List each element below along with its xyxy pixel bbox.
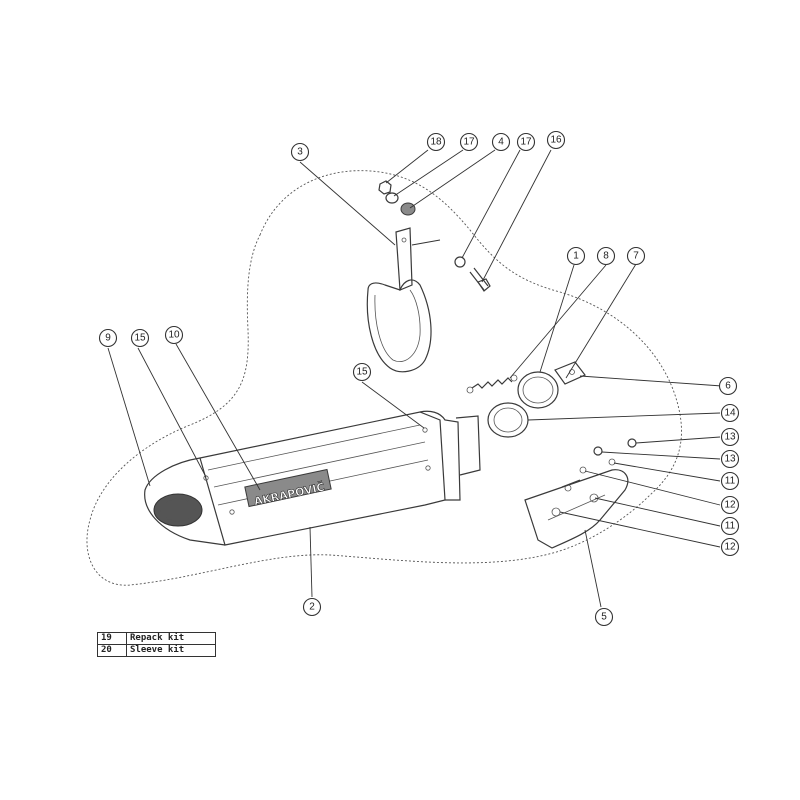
callout-3: 3 (290, 142, 310, 162)
callout-15a: 15 (130, 328, 150, 348)
callout-13b: 13 (720, 449, 740, 469)
svg-text:11: 11 (725, 476, 736, 487)
kit-table: 19 Repack kit 20 Sleeve kit (97, 632, 216, 657)
callout-15b: 15 (352, 362, 372, 382)
muffler-part: AKRAPOVIČ (144, 410, 481, 546)
svg-text:1: 1 (573, 251, 579, 262)
kit-row: 20 Sleeve kit (97, 644, 216, 657)
svg-text:13: 13 (724, 432, 736, 443)
gasket-part (487, 402, 529, 438)
callout-17b: 17 (516, 132, 536, 152)
svg-text:12: 12 (724, 500, 736, 511)
callout-17a: 17 (459, 132, 479, 152)
spring-part (466, 374, 518, 394)
heat-shield-part (524, 469, 629, 549)
callout-16: 16 (546, 130, 566, 150)
svg-text:12: 12 (724, 542, 736, 553)
svg-text:8: 8 (603, 251, 609, 262)
svg-text:2: 2 (309, 602, 315, 613)
screw-hardware (579, 438, 637, 474)
svg-text:4: 4 (498, 137, 504, 148)
callout-13a: 13 (720, 427, 740, 447)
svg-text:16: 16 (550, 135, 562, 146)
svg-text:7: 7 (633, 251, 639, 262)
callout-12b: 12 (720, 537, 740, 557)
callout-11b: 11 (720, 516, 740, 536)
svg-text:15: 15 (134, 333, 146, 344)
svg-text:17: 17 (463, 137, 475, 148)
bracket-part (366, 227, 441, 373)
callout-1: 1 (566, 246, 586, 266)
kit-name: Sleeve kit (126, 644, 216, 657)
callout-14: 14 (720, 403, 740, 423)
assembly-outline (86, 170, 682, 586)
callouts: 1 2 3 4 5 6 7 8 9 10 11 11 12 12 13 13 1… (98, 130, 740, 627)
svg-text:3: 3 (297, 147, 303, 158)
callout-8: 8 (596, 246, 616, 266)
callout-9: 9 (98, 328, 118, 348)
callout-2: 2 (302, 597, 322, 617)
clamp-part (517, 361, 586, 409)
mount-hardware (378, 180, 491, 292)
svg-text:18: 18 (430, 137, 442, 148)
svg-text:10: 10 (168, 330, 180, 341)
svg-text:5: 5 (601, 612, 607, 623)
callout-4: 4 (491, 132, 511, 152)
callout-6: 6 (718, 376, 738, 396)
svg-text:11: 11 (725, 521, 736, 532)
svg-text:13: 13 (724, 454, 736, 465)
kit-number: 19 (97, 632, 127, 645)
kit-number: 20 (97, 644, 127, 657)
kit-name: Repack kit (126, 632, 216, 645)
kit-row: 19 Repack kit (97, 632, 216, 645)
callout-5: 5 (594, 607, 614, 627)
callout-10: 10 (164, 325, 184, 345)
svg-text:15: 15 (356, 367, 368, 378)
svg-text:9: 9 (105, 333, 111, 344)
callout-7: 7 (626, 246, 646, 266)
svg-text:14: 14 (724, 408, 736, 419)
callout-11a: 11 (720, 471, 740, 491)
callout-18: 18 (426, 132, 446, 152)
leader-lines (107, 149, 723, 608)
callout-12a: 12 (720, 495, 740, 515)
svg-text:17: 17 (520, 137, 532, 148)
svg-text:6: 6 (725, 381, 731, 392)
